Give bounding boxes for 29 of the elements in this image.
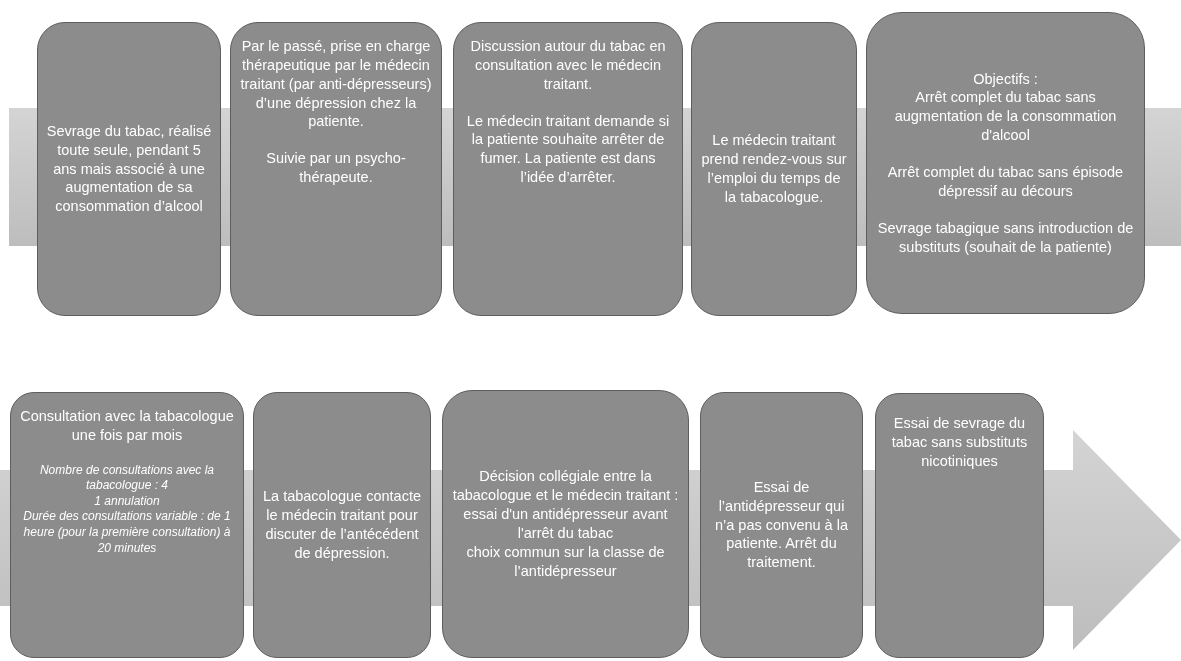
step-box — [37, 22, 221, 316]
step-box — [700, 392, 863, 658]
step-text: Le médecin traitant demande si la patiente souhaite arrêter de fumer. La patiente est dans l’idée d’arrêter. — [465, 111, 671, 187]
step-text: Arrêt complet du tabac sans augmentation de la consommation d'alcool — [893, 88, 1118, 145]
step-text: 1 annulation — [94, 493, 160, 510]
step-box — [442, 390, 689, 658]
step-text: Discussion autour du tabac en consultation avec le médecin traitant. — [469, 37, 667, 94]
step-text: Suivie par un psycho-thérapeute. — [265, 149, 407, 187]
step-text: Par le passé, prise en charge thérapeutique par le médecin traitant (par anti-dépresseurs) d’une dépression chez la patiente. — [239, 37, 433, 132]
step-box — [230, 22, 442, 316]
step-box — [691, 22, 857, 316]
step-text: Sevrage du tabac, réalisé toute seule, pendant 5 ans mais associé à une augmentation de sa consommation d’alcool — [46, 121, 212, 217]
step-text: Le médecin traitant prend rendez-vous sur l’emploi du temps de la tabacologue. — [700, 131, 848, 207]
step-text: Consultation avec la tabacologue une fois par mois — [19, 407, 235, 445]
step-text: choix commun sur la classe de l’antidépresseur — [465, 542, 666, 581]
step-box — [453, 22, 683, 316]
step-box — [10, 392, 244, 658]
step-box — [875, 393, 1044, 658]
step-text: Arrêt complet du tabac sans épisode dépressif au décours — [886, 163, 1125, 201]
step-text: Sevrage tabagique sans introduction de substituts (souhait de la patiente) — [876, 218, 1135, 257]
step-box — [866, 12, 1145, 314]
step-text: Essai de sevrage du tabac sans substituts nicotiniques — [890, 414, 1029, 471]
step-box — [253, 392, 431, 658]
step-text: Durée des consultations variable : de 1 heure (pour la première consultation) à 20 minutes — [22, 509, 232, 557]
step-text: Décision collégiale entre la tabacologue et le médecin traitant : — [451, 467, 680, 506]
step-text: La tabacologue contacte le médecin traitant pour discuter de l’antécédent de dépression. — [262, 487, 422, 563]
step-text: Objectifs : — [973, 69, 1038, 89]
step-text: Nombre de consultations avec la tabacologue : 4 — [38, 462, 216, 494]
step-text: Essai de l’antidépresseur qui n’a pas convenu à la patiente. Arrêt du traitement. — [714, 477, 849, 573]
